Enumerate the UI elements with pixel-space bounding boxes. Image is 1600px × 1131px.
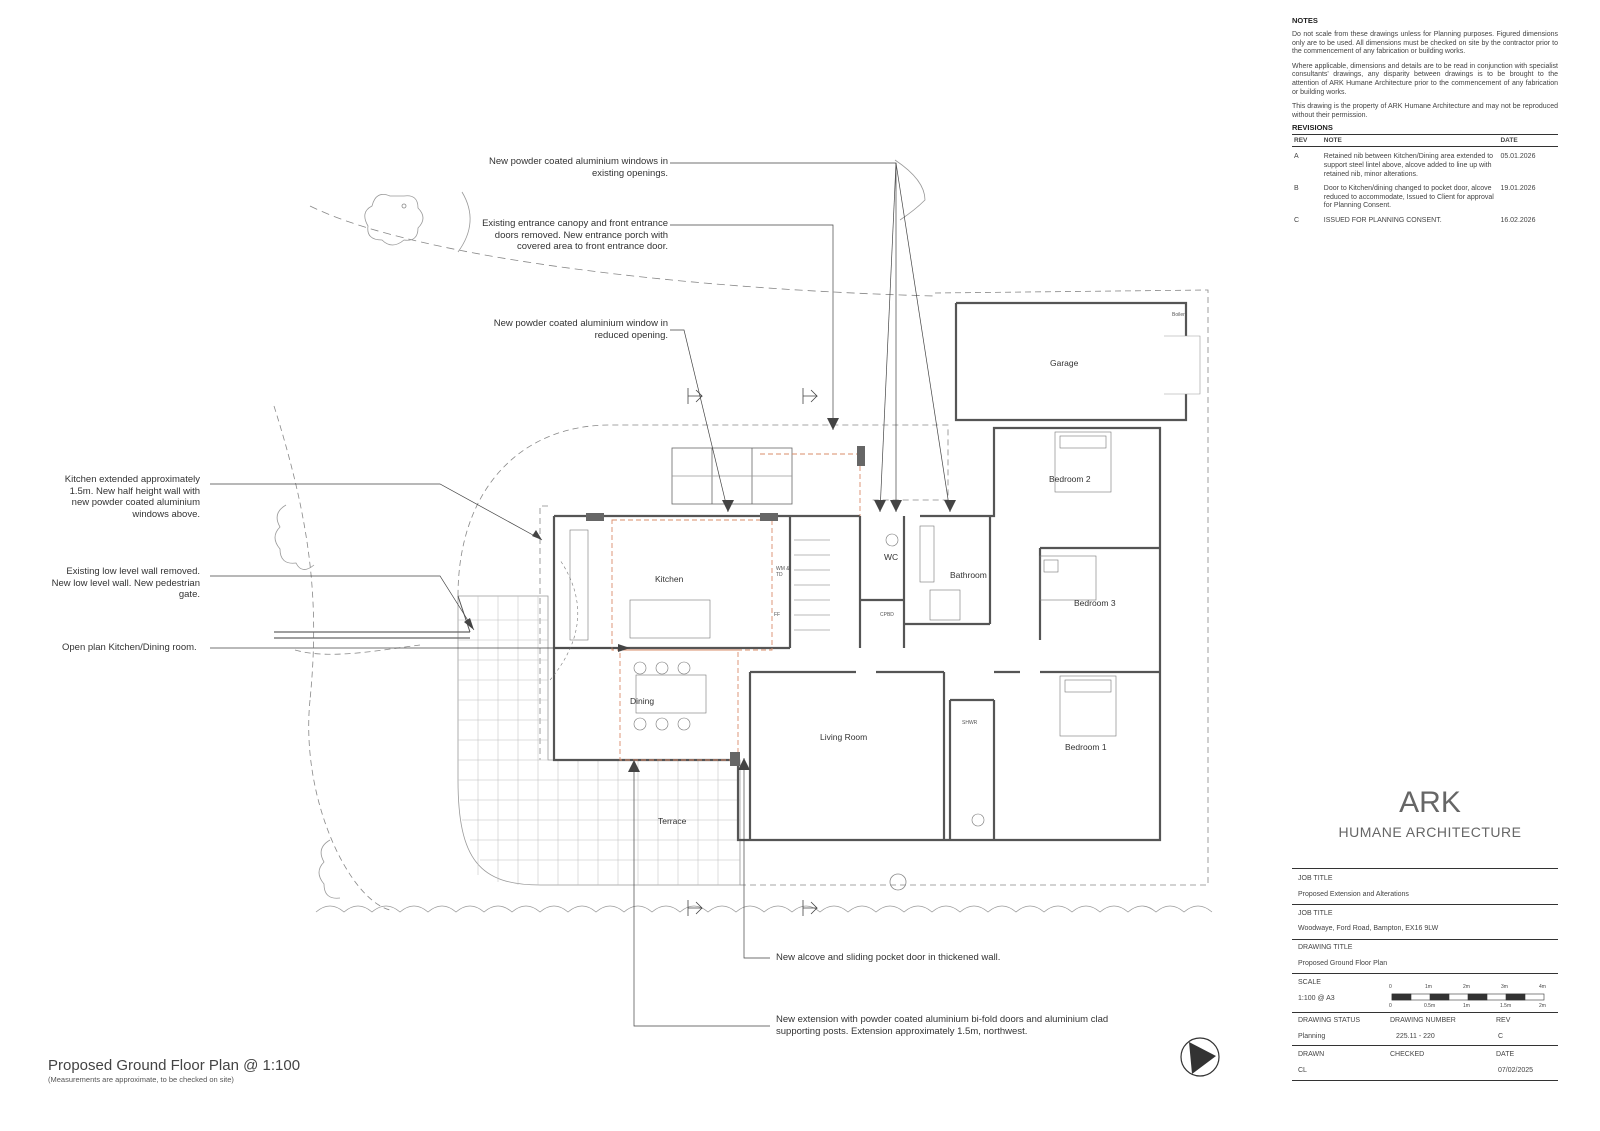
room-label-bedroom1: Bedroom 1 bbox=[1065, 742, 1107, 752]
job-title-value: Proposed Extension and Alterations bbox=[1298, 891, 1409, 898]
scale-tick: 0 bbox=[1389, 984, 1392, 990]
scale-tick: 1m bbox=[1463, 1003, 1470, 1009]
revision-note: Retained nib between Kitchen/Dining area… bbox=[1323, 153, 1494, 178]
address-value: Woodwaye, Ford Road, Bampton, EX16 9LW bbox=[1298, 925, 1439, 932]
notes-paragraph: This drawing is the property of ARK Huma… bbox=[1292, 103, 1558, 119]
room-label-terrace: Terrace bbox=[658, 816, 687, 826]
hedge bbox=[315, 905, 1213, 913]
tree bbox=[318, 839, 341, 899]
scale-value: 1:100 @ A3 bbox=[1298, 995, 1335, 1002]
revisions-col-rev: REV bbox=[1294, 137, 1308, 145]
scale-label: SCALE bbox=[1298, 979, 1321, 986]
annotation-low-wall: Existing low level wall removed. New low… bbox=[51, 566, 200, 600]
job-title-label: JOB TITLE bbox=[1298, 875, 1333, 882]
north-arrow-icon bbox=[1180, 1037, 1220, 1077]
revisions-col-note: NOTE bbox=[1323, 137, 1342, 145]
revision-date: 05.01.2026 bbox=[1500, 153, 1536, 161]
drawing-title-label: DRAWING TITLE bbox=[1298, 944, 1353, 951]
drawing-title: Proposed Ground Floor Plan @ 1:100 bbox=[48, 1057, 301, 1074]
room-label-bedroom2: Bedroom 2 bbox=[1049, 474, 1091, 484]
revision-row: C ISSUED FOR PLANNING CONSENT. 16.02.202… bbox=[1292, 217, 1558, 226]
revision-date: 16.02.2026 bbox=[1500, 216, 1536, 224]
scale-tick: 3m bbox=[1501, 984, 1508, 990]
tree bbox=[274, 504, 315, 570]
terrace-paving bbox=[457, 595, 741, 886]
scale-tick: 0.5m bbox=[1424, 1003, 1436, 1009]
checked-label: CHECKED bbox=[1390, 1051, 1425, 1058]
date-label: DATE bbox=[1496, 1051, 1515, 1058]
status-value: Planning bbox=[1298, 1033, 1326, 1040]
revision-rev: A bbox=[1294, 153, 1299, 161]
scale-tick: 4m bbox=[1539, 984, 1546, 990]
scale-tick: 2m bbox=[1463, 984, 1470, 990]
revisions-col-date: DATE bbox=[1500, 137, 1518, 145]
revision-row: B Door to Kitchen/dining changed to pock… bbox=[1292, 185, 1558, 211]
annotation-entrance: Existing entrance canopy and front entra… bbox=[482, 218, 668, 252]
room-label-bedroom3: Bedroom 3 bbox=[1074, 598, 1116, 608]
number-value: 225.11 - 220 bbox=[1396, 1033, 1435, 1040]
scale-tick: 0 bbox=[1389, 1003, 1392, 1009]
annotation-open-plan: Open plan Kitchen/Dining room. bbox=[62, 642, 197, 653]
room-label-wm-td: WM & TD bbox=[776, 566, 790, 578]
annotation-alcove: New alcove and sliding pocket door in th… bbox=[776, 952, 1001, 963]
room-label-cpbd: CPBD bbox=[880, 612, 894, 618]
site-boundary bbox=[309, 205, 936, 297]
room-label-boiler: Boiler bbox=[1172, 312, 1185, 318]
revision-note: ISSUED FOR PLANNING CONSENT. bbox=[1323, 216, 1442, 224]
notes-heading: NOTES bbox=[1292, 16, 1318, 25]
drawing-title-value: Proposed Ground Floor Plan bbox=[1298, 960, 1388, 967]
drawn-value: CL bbox=[1298, 1067, 1307, 1074]
room-label-dining: Dining bbox=[630, 696, 655, 706]
revisions-heading: REVISIONS bbox=[1292, 123, 1333, 133]
room-label-wc: WC bbox=[884, 552, 899, 562]
rev-label: REV bbox=[1496, 1017, 1511, 1024]
revision-rev: B bbox=[1294, 185, 1299, 193]
notes-panel: NOTES Do not scale from these drawings u… bbox=[1292, 16, 1558, 226]
revision-rev: C bbox=[1294, 216, 1300, 224]
notes-paragraph: Do not scale from these drawings unless … bbox=[1292, 31, 1558, 56]
scale-tick: 1m bbox=[1425, 984, 1432, 990]
room-label-kitchen: Kitchen bbox=[655, 574, 684, 584]
address-label: JOB TITLE bbox=[1298, 910, 1333, 917]
annotation-extension: New extension with powder coated alumini… bbox=[776, 1014, 1109, 1037]
room-label-bathroom: Bathroom bbox=[950, 570, 987, 580]
room-label-living: Living Room bbox=[820, 732, 868, 742]
annotation-kitchen-extended: Kitchen extended approximately 1.5m. New… bbox=[64, 474, 200, 520]
number-label: DRAWING NUMBER bbox=[1390, 1017, 1456, 1024]
room-label-ff: FF bbox=[774, 612, 781, 618]
notes-paragraph: Where applicable, dimensions and details… bbox=[1292, 62, 1558, 96]
date-value: 07/02/2025 bbox=[1498, 1067, 1534, 1074]
annotation-windows-existing: New powder coated aluminium windows in e… bbox=[488, 156, 668, 179]
revision-date: 19.01.2026 bbox=[1500, 185, 1536, 193]
drawing-subtitle: (Measurements are approximate, to be che… bbox=[48, 1075, 234, 1084]
revisions-header-row: REV NOTE DATE bbox=[1292, 134, 1558, 148]
drawn-label: DRAWN bbox=[1298, 1051, 1325, 1058]
scale-tick: 1.5m bbox=[1500, 1003, 1512, 1009]
revision-row: A Retained nib between Kitchen/Dining ar… bbox=[1292, 153, 1558, 179]
brand-subtitle: HUMANE ARCHITECTURE bbox=[1338, 824, 1522, 840]
house-walls bbox=[552, 301, 1188, 842]
room-label-shwr: SHWR bbox=[962, 720, 978, 726]
status-label: DRAWING STATUS bbox=[1298, 1017, 1361, 1024]
rev-value: C bbox=[1498, 1033, 1504, 1040]
tree bbox=[364, 193, 424, 246]
room-label-garage: Garage bbox=[1050, 358, 1079, 368]
brand-logo-text: ARK bbox=[1399, 786, 1461, 819]
revision-note: Door to Kitchen/dining changed to pocket… bbox=[1323, 185, 1494, 210]
scale-bar bbox=[1391, 993, 1545, 1001]
annotation-window-reduced: New powder coated aluminium window in re… bbox=[493, 318, 668, 341]
scale-tick: 2m bbox=[1539, 1003, 1546, 1009]
